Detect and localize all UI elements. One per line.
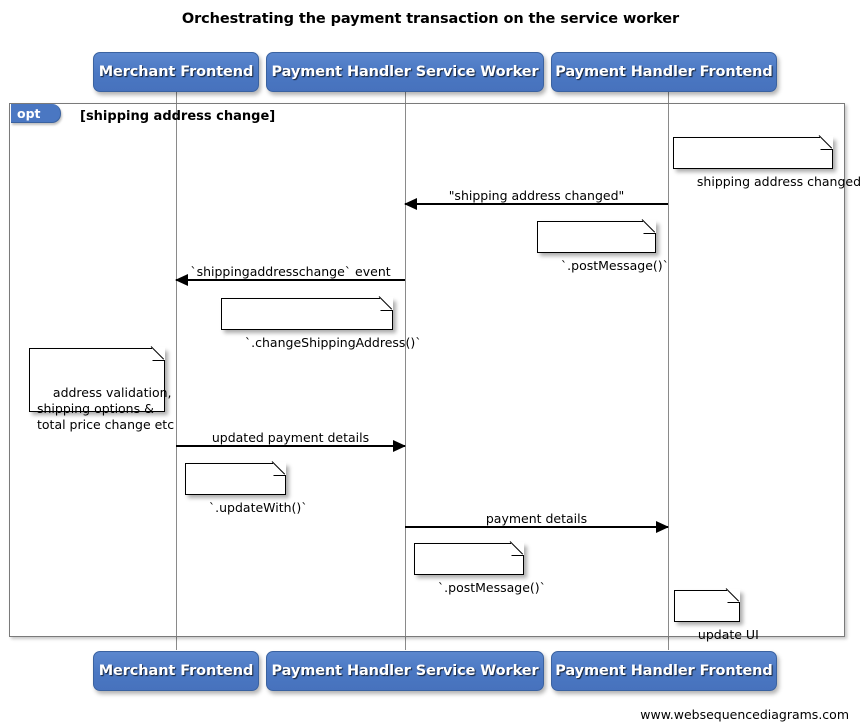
message-label-payment-details: payment details (485, 511, 588, 526)
note-change-shipping-address: `.changeShippingAddress()` (221, 297, 421, 350)
note-fold-icon (511, 542, 525, 556)
message-label-shipping-address-changed: "shipping address changed" (448, 188, 625, 203)
note-shipping-address-changed: shipping address changed (673, 136, 861, 189)
participant-label: Merchant Frontend (98, 64, 254, 80)
participant-box-payment-handler-frontend-bottom[interactable]: Payment Handler Frontend (551, 651, 777, 691)
note-fold-icon (380, 297, 394, 311)
participant-label: Payment Handler Service Worker (271, 663, 539, 679)
note-text: `.changeShippingAddress()` (244, 335, 422, 350)
note-text: `.updateWith()` (208, 500, 308, 515)
participant-label: Payment Handler Frontend (555, 64, 773, 80)
note-text: address validation, shipping options & t… (37, 385, 175, 432)
message-arrowhead-payment-details (656, 521, 669, 533)
footer-credit: www.websequencediagrams.com (640, 707, 849, 722)
message-arrowhead-updated-payment-details (393, 440, 406, 452)
note-text: update UI (697, 627, 759, 642)
fragment-opt-condition: [shipping address change] (80, 109, 276, 124)
message-label-updated-payment-details: updated payment details (211, 430, 370, 445)
note-fold-icon (152, 347, 166, 361)
note-update-ui: update UI (674, 589, 759, 642)
note-text: shipping address changed (696, 174, 861, 189)
note-post-message-1: `.postMessage()` (537, 220, 669, 273)
message-arrowhead-shipping-address-changed (404, 198, 417, 210)
lifeline-payment-handler-service-worker (405, 92, 406, 650)
message-label-shippingaddresschange-event: `shippingaddresschange` event (190, 264, 391, 279)
participant-box-payment-handler-service-worker-bottom[interactable]: Payment Handler Service Worker (266, 651, 544, 691)
participant-box-merchant-frontend-top[interactable]: Merchant Frontend (93, 52, 259, 92)
message-line-shippingaddresschange-event (176, 279, 405, 281)
message-line-shipping-address-changed (405, 203, 668, 205)
fragment-opt-label: opt (17, 105, 41, 121)
participant-box-payment-handler-service-worker-top[interactable]: Payment Handler Service Worker (266, 52, 544, 92)
lifeline-payment-handler-frontend (668, 92, 669, 650)
page-title: Orchestrating the payment transaction on… (181, 11, 680, 27)
note-fold-icon (820, 136, 834, 150)
note-text: `.postMessage()` (437, 580, 546, 595)
note-address-validation: address validation, shipping options & t… (29, 347, 174, 432)
note-fold-icon (643, 220, 657, 234)
participant-label: Payment Handler Frontend (555, 663, 773, 679)
note-update-with: `.updateWith()` (185, 462, 308, 515)
message-line-payment-details (405, 526, 668, 528)
lifeline-merchant-frontend (176, 92, 177, 650)
message-arrowhead-shippingaddresschange-event (175, 274, 188, 286)
participant-box-payment-handler-frontend-top[interactable]: Payment Handler Frontend (551, 52, 777, 92)
note-fold-icon (273, 462, 287, 476)
participant-label: Merchant Frontend (98, 663, 254, 679)
note-post-message-2: `.postMessage()` (414, 542, 546, 595)
message-line-updated-payment-details (176, 445, 405, 447)
fragment-opt-frame (9, 103, 845, 637)
participant-box-merchant-frontend-bottom[interactable]: Merchant Frontend (93, 651, 259, 691)
note-fold-icon (727, 589, 741, 603)
note-text: `.postMessage()` (560, 258, 669, 273)
participant-label: Payment Handler Service Worker (271, 64, 539, 80)
fragment-opt-tab: opt (11, 104, 61, 123)
